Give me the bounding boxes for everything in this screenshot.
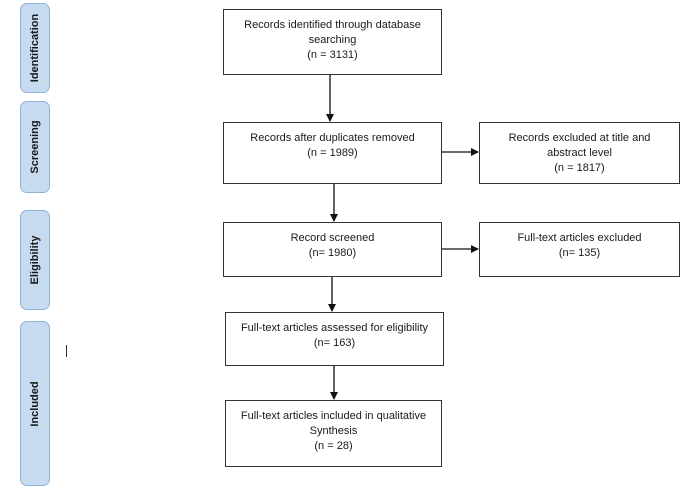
box-line: Full-text articles assessed for eligibil… [240, 322, 429, 334]
box-record-screened: Record screened (n= 1980) [223, 222, 442, 277]
box-fulltext-assessed: Full-text articles assessed for eligibil… [225, 312, 444, 366]
box-line: (n = 28) [314, 440, 353, 452]
box-line: Records after duplicates removed [250, 132, 415, 144]
box-records-after-duplicates: Records after duplicates removed (n = 19… [223, 122, 442, 184]
text-cursor [66, 345, 67, 357]
box-line: Records identified through database [244, 19, 421, 31]
box-line: (n = 1817) [554, 162, 605, 174]
box-line: (n= 135) [558, 247, 601, 259]
box-line: searching [308, 34, 357, 46]
box-line: (n= 163) [313, 337, 356, 349]
phase-eligibility: Eligibility [20, 210, 50, 310]
box-records-excluded-title: Records excluded at title and abstract l… [479, 122, 680, 184]
box-line: Full-text articles excluded [517, 232, 642, 244]
box-line: (n = 1989) [307, 147, 358, 159]
box-line: Synthesis [309, 425, 358, 437]
box-line: (n = 3131) [307, 49, 358, 61]
box-line: Records excluded at title and [508, 132, 651, 144]
box-line: Record screened [290, 232, 375, 244]
box-line: Full-text articles included in qualitati… [240, 410, 427, 422]
phase-included: Included [20, 321, 50, 486]
box-fulltext-excluded: Full-text articles excluded (n= 135) [479, 222, 680, 277]
box-line: abstract level [547, 147, 612, 159]
phase-identification: Identification [20, 3, 50, 93]
box-fulltext-included: Full-text articles included in qualitati… [225, 400, 442, 467]
phase-screening: Screening [20, 101, 50, 193]
box-records-identified: Records identified through database sear… [223, 9, 442, 75]
box-line: (n= 1980) [308, 247, 357, 259]
